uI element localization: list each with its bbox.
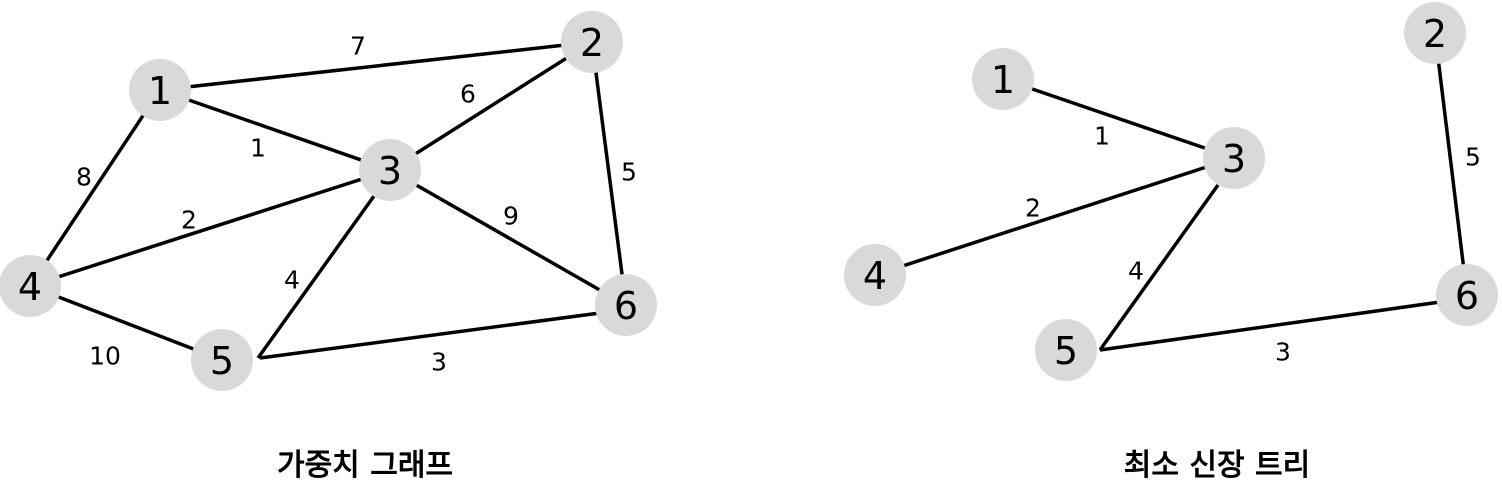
edge-weight-3-4: 2	[1025, 194, 1041, 223]
edge-3-6	[389, 168, 627, 307]
node-3	[359, 139, 421, 201]
edge-weight-1-3: 1	[1094, 122, 1110, 151]
edge-3-4	[874, 156, 1235, 277]
node-4	[844, 244, 906, 306]
edge-3-4	[29, 168, 391, 288]
node-label-5: 5	[210, 339, 234, 383]
edge-2-6	[590, 41, 628, 306]
mst-caption: 최소 신장 트리	[1123, 448, 1311, 483]
node-label-4: 4	[863, 254, 887, 298]
node-label-3: 3	[1222, 137, 1246, 181]
node-2	[561, 11, 623, 73]
node-5	[191, 329, 253, 391]
edge-weight-1-4: 8	[76, 163, 92, 192]
edge-5-6	[1099, 300, 1441, 352]
node-3	[1203, 127, 1265, 189]
node-6	[1436, 264, 1498, 326]
weighted-graph: 7 1 8 6 5 2 4 9 10 3 1 2 3 4 5 6	[0, 11, 657, 391]
edge-weight-2-6: 5	[1465, 143, 1481, 172]
mst-graph: 1 2 4 3 5 1 2 3 4 5 6	[844, 2, 1498, 381]
node-label-5: 5	[1054, 329, 1078, 373]
node-label-1: 1	[991, 58, 1015, 102]
edge-3-5	[256, 194, 376, 360]
edge-2-6	[1433, 32, 1469, 296]
edge-weight-3-5: 4	[284, 266, 300, 295]
edge-weight-3-5: 4	[1128, 257, 1144, 286]
node-4	[0, 255, 61, 317]
edge-weight-3-6: 9	[503, 202, 519, 231]
node-label-2: 2	[1423, 12, 1447, 56]
edge-weight-5-6: 3	[431, 348, 447, 377]
edge-5-6	[259, 311, 601, 360]
node-1	[129, 59, 191, 121]
edge-weight-1-3: 1	[250, 134, 266, 163]
edge-1-3	[1002, 77, 1235, 160]
edge-1-2	[159, 40, 593, 92]
node-label-2: 2	[580, 21, 604, 65]
node-label-6: 6	[614, 284, 638, 328]
edge-1-4	[28, 89, 162, 287]
node-label-4: 4	[18, 265, 42, 309]
node-5	[1035, 319, 1097, 381]
edge-1-3	[159, 88, 391, 172]
node-label-6: 6	[1455, 274, 1479, 318]
edge-weight-4-5: 10	[89, 342, 121, 371]
edge-4-5	[29, 284, 223, 362]
edge-weight-5-6: 3	[1275, 338, 1291, 367]
node-1	[972, 48, 1034, 110]
edge-3-5	[1098, 183, 1220, 352]
node-2	[1404, 2, 1466, 64]
node-6	[595, 274, 657, 336]
edge-weight-1-2: 7	[350, 32, 366, 61]
node-label-3: 3	[378, 149, 402, 193]
edge-weight-3-4: 2	[181, 206, 197, 235]
weighted-graph-caption: 가중치 그래프	[276, 448, 454, 483]
edge-2-3	[389, 40, 593, 172]
edge-weight-2-3: 6	[460, 80, 476, 109]
edge-weight-2-6: 5	[621, 158, 637, 187]
node-label-1: 1	[148, 69, 172, 113]
